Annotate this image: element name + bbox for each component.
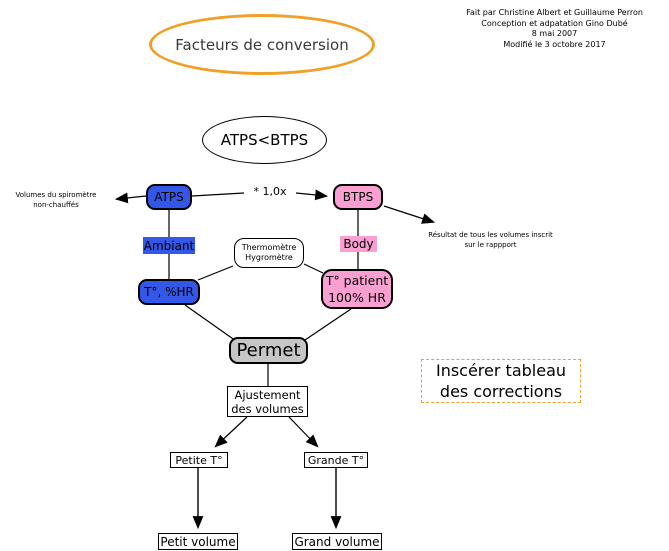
conversion-factor-label: * 1,0x — [253, 185, 287, 198]
large-temperature-node: Grande T° — [304, 452, 368, 468]
ambient-conditions-node: T°, %HR — [138, 279, 200, 305]
volume-adjustment-node: Ajustement des volumes — [227, 386, 308, 417]
credits-text: Fait par Christine Albert et Guillaume P… — [466, 8, 643, 49]
small-volume-node: Petit volume — [158, 533, 238, 550]
comparison-ellipse: ATPS<BTPS — [202, 116, 327, 164]
permet-node: Permet — [229, 337, 308, 364]
small-temperature-node: Petite T° — [170, 452, 228, 468]
ambiant-label: Ambiant — [143, 237, 195, 254]
body-label: Body — [340, 236, 377, 252]
atps-node: ATPS — [146, 184, 192, 210]
corrections-table-placeholder: Inscérer tableau des corrections — [421, 359, 581, 403]
large-volume-node: Grand volume — [292, 533, 382, 550]
btps-node: BTPS — [333, 184, 383, 210]
patient-conditions-node: T° patient 100% HR — [321, 269, 393, 309]
spirometer-volumes-note: Volumes du spiromètre non-chauffés — [15, 191, 97, 209]
page-title: Facteurs de conversion — [149, 14, 375, 75]
thermometer-hygrometer-node: Thermomètre Hygromètre — [234, 238, 304, 268]
report-result-note: Résultat de tous les volumes inscrit sur… — [428, 231, 553, 249]
